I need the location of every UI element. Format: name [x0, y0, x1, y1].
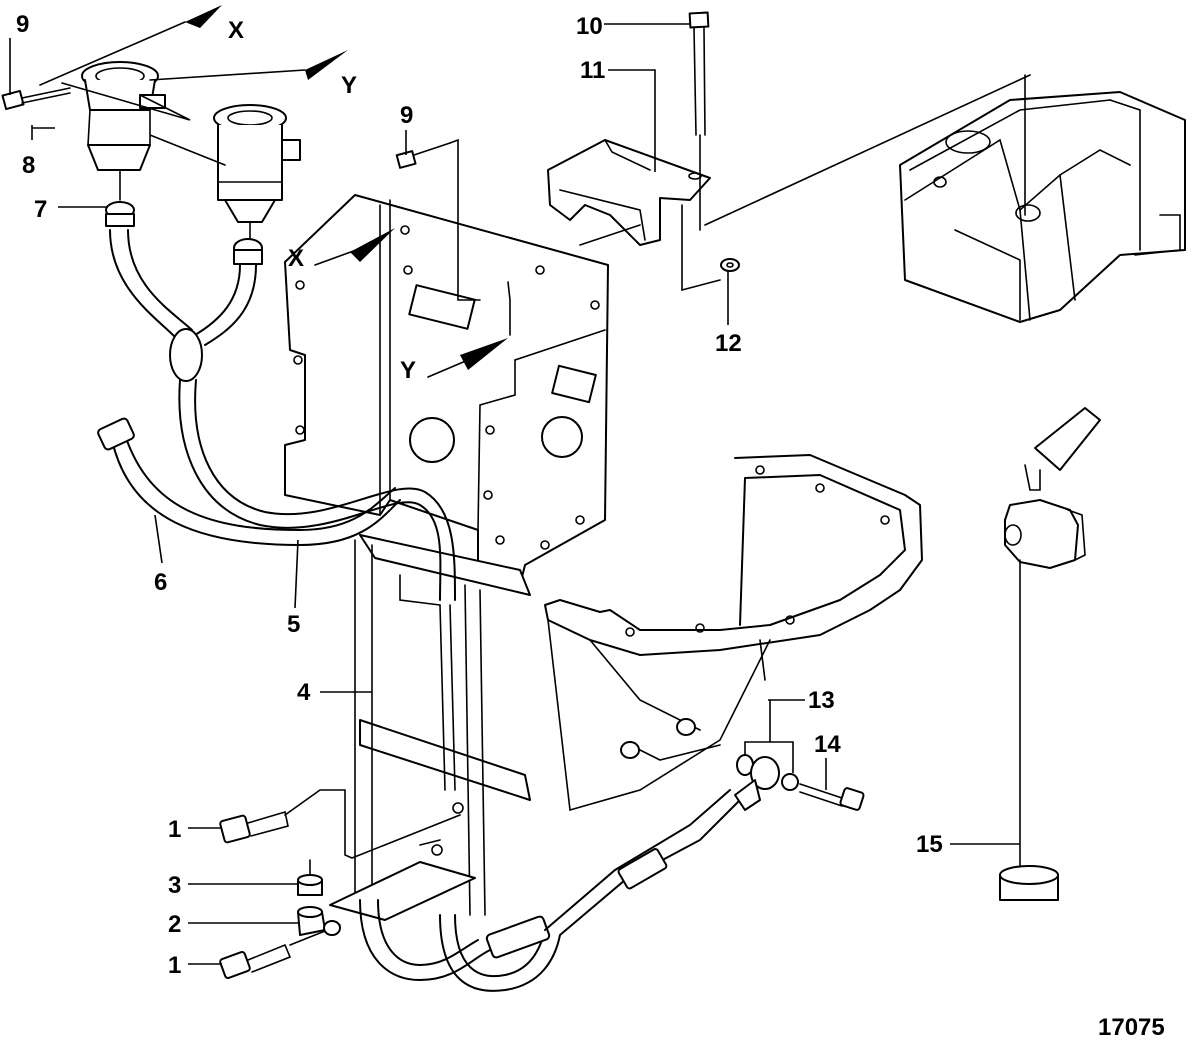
callout-14: 14 [814, 731, 841, 758]
callout-5: 5 [287, 611, 300, 638]
drain-fitting [620, 718, 865, 811]
fitting-nuts [105, 201, 263, 265]
callout-12: 12 [715, 330, 742, 357]
callout-13: 13 [808, 687, 835, 714]
mark-y-top: Y [341, 72, 357, 99]
bushing-2 [297, 906, 341, 936]
callout-10: 10 [576, 13, 603, 40]
callout-6: 6 [154, 569, 167, 596]
bottom-clamp-plate [329, 802, 476, 921]
leader-lines [9, 23, 1020, 965]
mark-x-plate: X [288, 245, 304, 272]
alignment-arrows-plate [314, 228, 511, 378]
bolt-1-top [219, 789, 461, 859]
mark-x-top: X [228, 17, 244, 44]
bolt-top-left [1, 87, 71, 111]
callout-8: 8 [22, 152, 35, 179]
callout-15: 15 [916, 831, 943, 858]
callout-1-top: 1 [168, 816, 181, 843]
callout-9-top-left: 9 [16, 11, 29, 38]
filter-assembly-left [81, 61, 166, 201]
spacer-3 [297, 859, 323, 896]
callout-4: 4 [297, 679, 311, 706]
callout-7: 7 [34, 196, 47, 223]
bracket-top [547, 139, 711, 246]
callout-11: 11 [580, 57, 605, 84]
callout-labels: 9 8 7 9 10 11 12 6 5 4 1 3 2 1 13 14 15 [16, 11, 943, 979]
callout-1-bottom: 1 [168, 952, 181, 979]
engine-block [899, 91, 1186, 323]
alignment-mark-labels: X Y X Y [228, 17, 416, 384]
filter-assembly-right [213, 104, 301, 241]
mark-y-plate: Y [400, 357, 416, 384]
figure-code: 17075 [1098, 1014, 1165, 1037]
callout-2: 2 [168, 911, 181, 938]
washer-12 [720, 258, 740, 272]
bolt-1-bottom [219, 924, 341, 979]
drain-valve [999, 407, 1101, 901]
mounting-plate [284, 194, 609, 586]
callout-3: 3 [168, 872, 181, 899]
bolt-center [395, 138, 481, 301]
callout-9-center: 9 [400, 102, 413, 129]
hoses [97, 229, 741, 992]
alignment-lines-top [39, 5, 348, 166]
bracket-lines [681, 74, 1031, 292]
long-bolt [688, 11, 710, 231]
bracket-frame [354, 534, 531, 916]
